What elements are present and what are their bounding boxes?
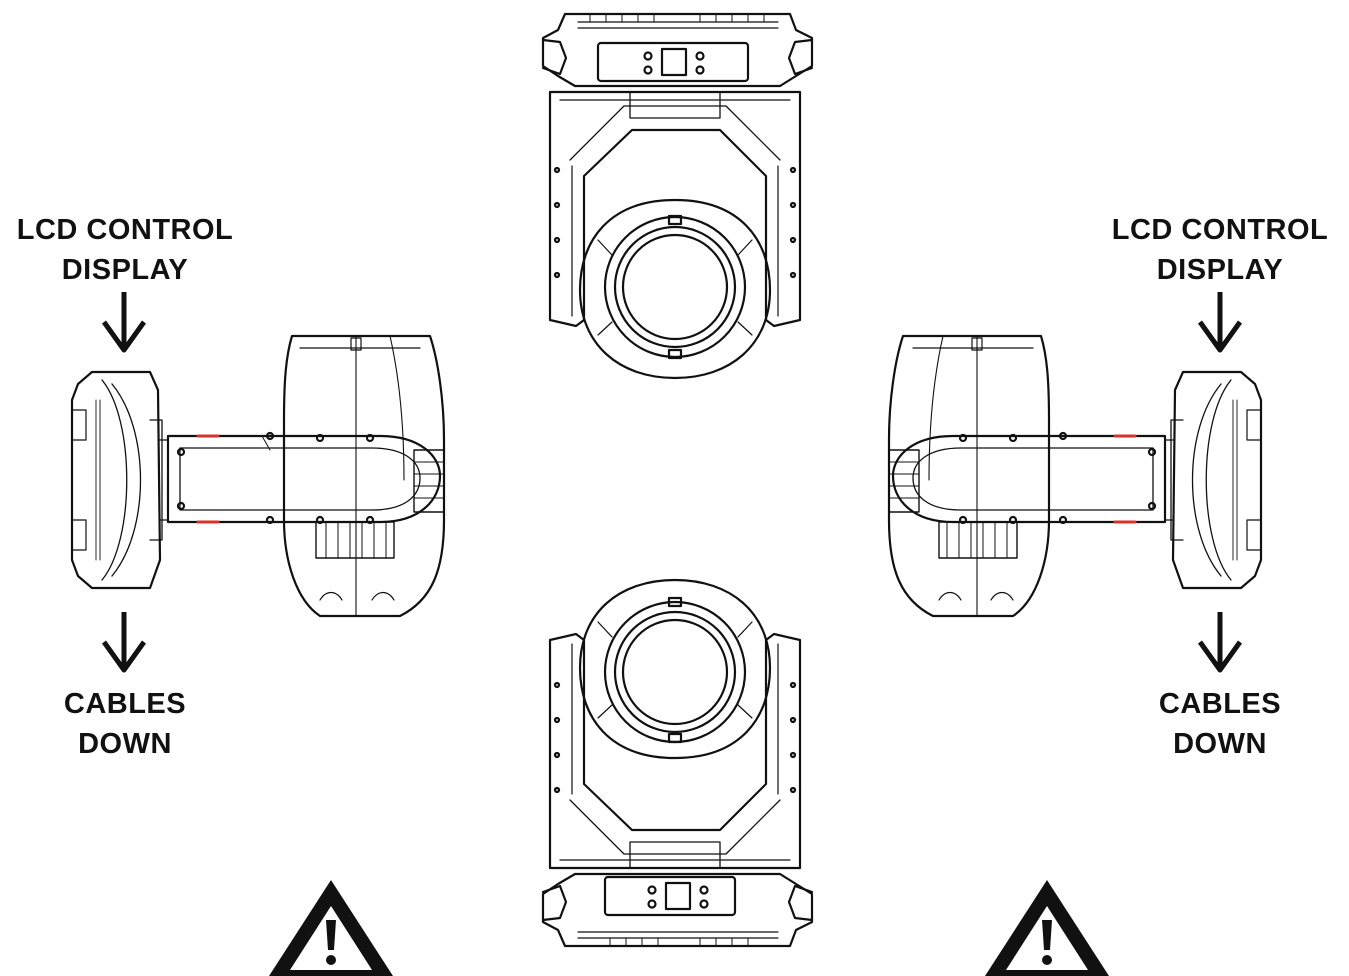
warning-triangle-icon <box>985 880 1109 976</box>
fixture-yoke-right <box>891 431 1167 525</box>
label-line: CABLES <box>63 688 187 720</box>
fixture-top-view <box>541 12 814 380</box>
label-line: LCD CONTROL <box>1111 214 1329 246</box>
warning-triangle-icon <box>269 880 393 976</box>
fixture-yoke-left <box>166 431 442 525</box>
label-line: LCD CONTROL <box>16 214 234 246</box>
fixture-base-right <box>1164 370 1263 590</box>
label-line: DOWN <box>1173 728 1267 760</box>
label-lcd-display-left: LCD CONTROL DISPLAY <box>0 210 250 290</box>
label-cables-down-left: CABLES DOWN <box>0 684 250 764</box>
label-lcd-display-right: LCD CONTROL DISPLAY <box>1095 210 1345 290</box>
fixture-yoke-bottom <box>548 632 802 870</box>
label-line: CABLES <box>1158 688 1282 720</box>
arrow-down-icon <box>1197 612 1243 673</box>
arrow-down-icon <box>101 292 147 353</box>
label-line: DISPLAY <box>1156 254 1284 286</box>
label-line: DOWN <box>78 728 172 760</box>
fixture-head-bottom <box>578 578 772 760</box>
fixture-right-view <box>887 334 1263 618</box>
fixture-head-right <box>887 334 1051 618</box>
label-line: DISPLAY <box>61 254 189 286</box>
label-cables-down-right: CABLES DOWN <box>1095 684 1345 764</box>
fixture-bottom-view <box>541 578 814 948</box>
arrow-down-icon <box>101 612 147 673</box>
fixture-yoke-top <box>548 90 802 328</box>
fixture-head-left <box>282 334 446 618</box>
fixture-head-top <box>578 198 772 380</box>
arrow-down-icon <box>1197 292 1243 353</box>
fixture-base-bottom <box>541 872 814 948</box>
fixture-base-left <box>70 370 169 590</box>
fixture-base-top <box>541 12 814 88</box>
fixture-left-view <box>70 334 446 618</box>
